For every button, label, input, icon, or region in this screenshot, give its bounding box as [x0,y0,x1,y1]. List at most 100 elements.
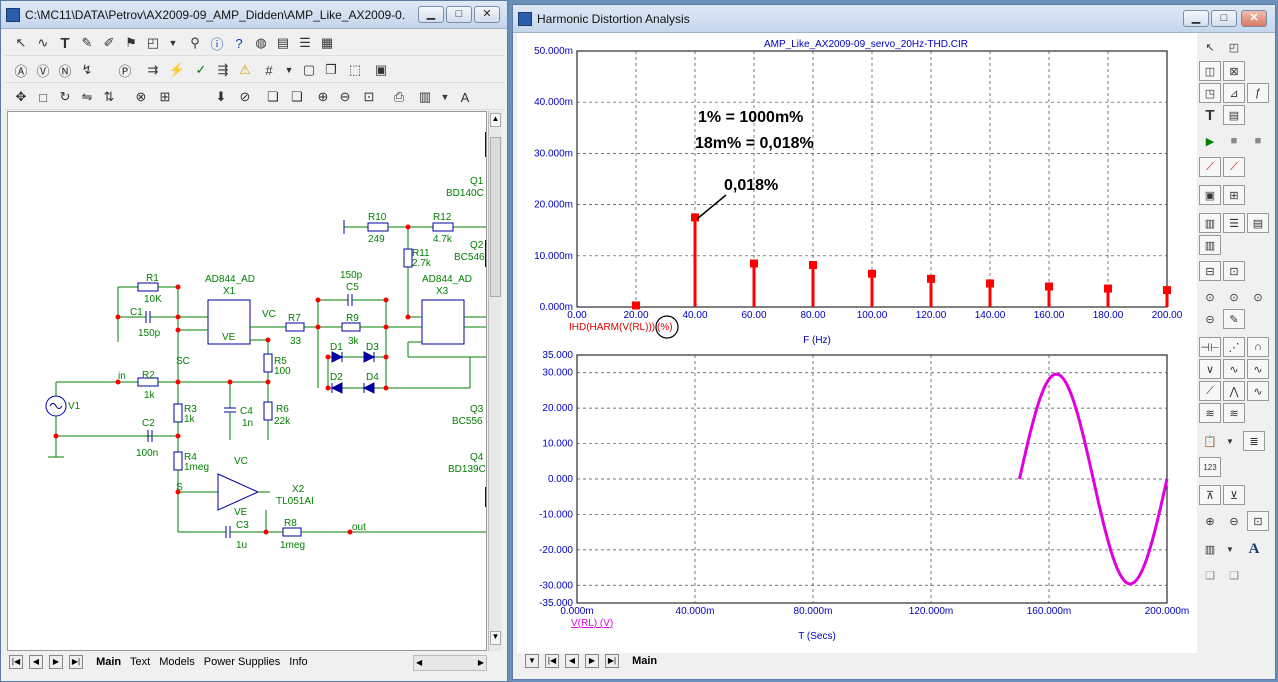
numeric-output-icon[interactable]: ≣ [1243,431,1265,451]
next-page-icon[interactable]: ▶ [49,655,63,669]
zoom-in-icon[interactable]: ⊕ [317,89,329,104]
r10-symbol[interactable] [367,222,389,232]
lightning-icon[interactable]: ⚡ [168,62,186,77]
global-high-icon[interactable]: ∿ [1247,359,1269,379]
scroll-right-arrow-icon[interactable]: ▶ [477,658,484,667]
run-icon[interactable]: ▶ [1205,135,1215,148]
tab-text[interactable]: Text [129,655,151,668]
next-inflection-icon[interactable]: ∿ [1223,359,1245,379]
grid-dropdown-icon[interactable]: ▼ [284,65,294,75]
flip-icon[interactable]: ⇅ [103,89,115,104]
node-names-icon[interactable]: Ⓝ [58,63,72,79]
prev-page-icon[interactable]: ◀ [29,655,43,669]
d1-symbol[interactable] [331,351,344,363]
minor-grid-icon[interactable]: ▤ [1247,213,1269,233]
zoom-window-icon[interactable]: ⊙ [1205,291,1215,304]
next-high-icon[interactable]: ∩ [1247,337,1269,357]
info-icon[interactable]: ⓘ [210,36,224,52]
r8-symbol[interactable] [282,527,302,537]
tile-plots-icon[interactable]: ▥ [1204,543,1216,556]
ruler-icon[interactable]: ▥ [1199,235,1221,255]
clipboard-dropdown-icon[interactable]: ▼ [1226,436,1234,446]
tab-power-supplies[interactable]: Power Supplies [203,655,281,668]
bottom-icon[interactable]: ∿ [1247,381,1269,401]
tile-icon[interactable]: ▥ [418,89,432,104]
clipboard-icon[interactable]: 📋 [1203,435,1217,448]
zoom-x-icon[interactable]: ⊙ [1229,291,1239,304]
rotate-icon[interactable]: ↻ [59,89,71,104]
cursor-mode-2-icon[interactable]: ⟋ [1223,157,1245,177]
pin-connections-icon[interactable]: ⇉ [147,62,159,77]
check-icon[interactable]: ✓ [195,62,207,77]
d4-symbol[interactable] [362,382,375,394]
warning-icon[interactable]: ⚠ [239,62,251,77]
paste-icon[interactable]: ❑ [291,89,303,104]
node-numbers-icon[interactable]: Ⓐ [14,63,28,79]
step-into-icon[interactable]: ⬇ [215,89,227,104]
x2-opamp-symbol[interactable] [217,473,260,511]
analysis-last-icon[interactable]: ▶| [605,654,619,668]
r11-symbol[interactable] [403,248,413,268]
tab-main[interactable]: Main [96,655,122,668]
copy-icon[interactable]: ❏ [267,89,279,104]
pen-icon[interactable]: ✎ [81,35,93,50]
scale-icon[interactable]: ◫ [1199,61,1221,81]
schematic-canvas[interactable]: R1 10K C1 150p X1 AD844_AD R7 33 R5 100 … [7,111,487,651]
fit-y-icon[interactable]: ⊻ [1223,485,1245,505]
next-low-icon[interactable]: ∨ [1199,359,1221,379]
tile-dropdown-icon[interactable]: ▼ [440,92,450,102]
data-points-icon[interactable]: ▣ [1199,185,1221,205]
text-tool-icon[interactable]: T [60,34,70,52]
analysis-close-button[interactable]: ✕ [1241,10,1267,27]
next-peak-icon[interactable]: ⊣⊢ [1199,337,1221,357]
restore-scale-icon[interactable]: ◳ [1199,83,1221,103]
font-icon[interactable]: A [460,89,470,105]
globe-icon[interactable]: ◍ [255,35,267,50]
help-icon[interactable]: ? [235,35,243,51]
plot-zoom-in-icon[interactable]: ⊕ [1205,515,1215,528]
global-low-icon[interactable]: ⟋ [1199,381,1221,401]
tab-info[interactable]: Info [289,655,308,668]
fit-x-icon[interactable]: ⊼ [1199,485,1221,505]
r3-symbol[interactable] [173,403,183,423]
close-button[interactable]: ✕ [474,6,500,23]
d2-symbol[interactable] [330,382,343,394]
scroll-down-arrow-icon[interactable]: ▼ [490,631,501,645]
schematic-titlebar[interactable]: C:\MC11\DATA\Petrov\AX2009-09_AMP_Didden… [1,1,507,29]
pin-markers-icon[interactable]: ⇶ [217,62,229,77]
r5-symbol[interactable] [263,353,273,373]
current-icon[interactable]: ↯ [81,62,93,77]
properties-icon[interactable]: ▦ [320,35,334,50]
list-icon[interactable]: ☰ [299,35,311,50]
select-arrow-icon[interactable]: ↖ [15,35,27,50]
auto-scale-icon[interactable]: ⊠ [1223,61,1245,81]
tile-plots-dropdown-icon[interactable]: ▼ [1226,544,1234,554]
next-valley-icon[interactable]: ⋰ [1223,337,1245,357]
schematic-vertical-scrollbar[interactable]: ▲ ▼ [488,111,502,651]
scroll-up-arrow-icon[interactable]: ▲ [490,113,501,127]
flag-icon[interactable]: ⚑ [125,35,137,50]
tokens-icon[interactable]: ⊞ [1223,185,1245,205]
zoom-y-icon[interactable]: ⊙ [1253,291,1263,304]
box-icon[interactable]: □ [39,89,47,105]
binoculars-icon[interactable]: ⊗ [135,89,147,104]
bottom-trace-label[interactable]: V(RL) (V) [571,618,613,629]
label-icon[interactable]: ⊿ [1223,83,1245,103]
wire-pen-icon[interactable]: ✐ [103,35,115,50]
x1-opamp-symbol[interactable] [207,299,251,345]
zoom-fit-icon[interactable]: ⊡ [363,89,375,104]
pan-icon[interactable]: ⊝ [1205,313,1215,326]
wire-icon[interactable]: ∿ [37,35,49,50]
edit-plot-icon[interactable]: ✎ [1223,309,1245,329]
r12-symbol[interactable] [432,222,454,232]
zoom-out-icon[interactable]: ⊖ [339,89,351,104]
separate-plots-icon[interactable]: ⊟ [1199,261,1221,281]
r4-symbol[interactable] [173,451,183,471]
curve-fit-icon[interactable]: ≋ [1223,403,1245,423]
text-icon[interactable]: T [1205,106,1215,124]
same-plot-icon[interactable]: ⊡ [1223,261,1245,281]
horizontal-grid-icon[interactable]: ▥ [1199,213,1221,233]
plot-zoom-fit-icon[interactable]: ⊡ [1247,511,1269,531]
node-voltages-icon[interactable]: Ⓥ [36,63,50,79]
stop-run-icon[interactable]: ■ [1254,135,1262,147]
